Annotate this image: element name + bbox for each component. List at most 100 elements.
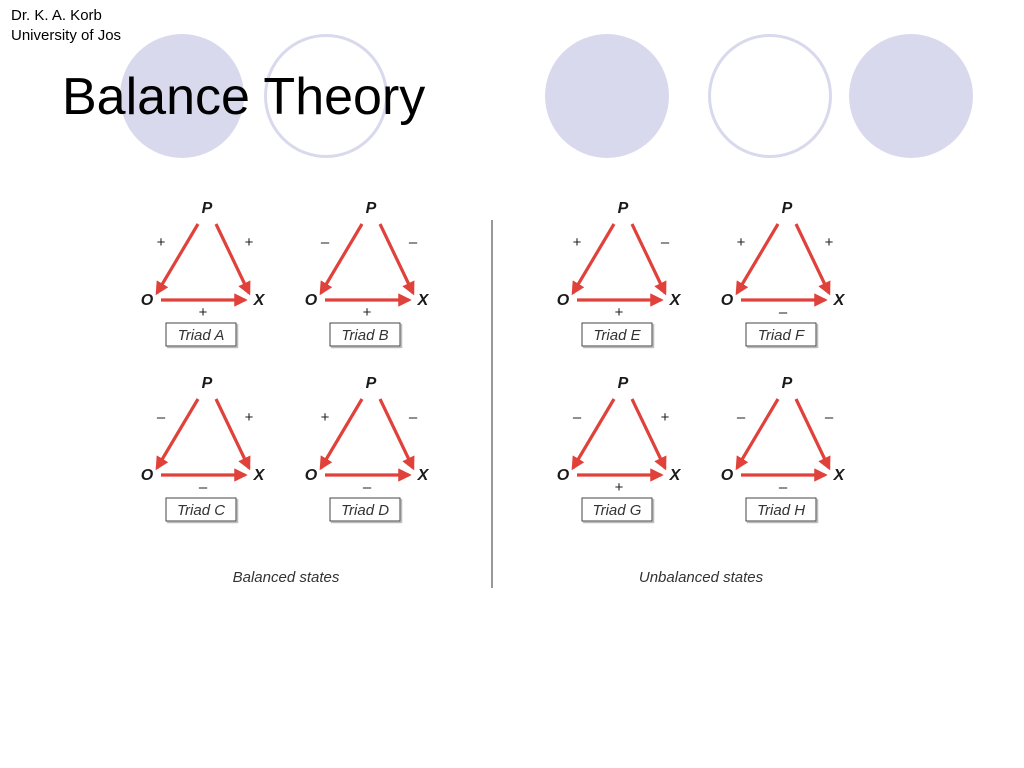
decorative-circle-outline <box>264 34 388 158</box>
node-x: X <box>253 467 266 484</box>
arrow-p-to-x <box>630 223 667 296</box>
arrow-p-to-o <box>571 398 616 471</box>
node-o: O <box>721 292 734 309</box>
triad-label-box <box>329 497 401 522</box>
sign-p-o: – <box>157 409 166 426</box>
sign-o-x: – <box>779 479 788 496</box>
triad-e: P O X + – + Triad E <box>557 200 682 349</box>
triad-label: Triad H <box>757 502 805 519</box>
author-credit: Dr. K. A. Korb University of Jos <box>11 6 121 46</box>
triad-label: Triad G <box>593 502 642 519</box>
node-x: X <box>833 292 846 309</box>
arrow-p-to-o <box>319 398 364 471</box>
caption-unbalanced: Unbalanced states <box>639 569 764 586</box>
node-o: O <box>557 467 570 484</box>
triad-label: Triad D <box>341 502 389 519</box>
node-x: X <box>253 292 266 309</box>
sign-o-x: – <box>363 479 372 496</box>
node-x: X <box>669 467 682 484</box>
decorative-circle-filled <box>545 34 669 158</box>
sign-p-o: + <box>737 234 746 251</box>
triad-label: Triad F <box>758 327 805 344</box>
sign-o-x: – <box>199 479 208 496</box>
sign-o-x: – <box>779 304 788 321</box>
sign-p-x: – <box>409 234 418 251</box>
node-p: P <box>618 375 629 392</box>
node-p: P <box>782 375 793 392</box>
node-p: P <box>782 200 793 217</box>
node-x: X <box>669 292 682 309</box>
node-p: P <box>366 200 377 217</box>
caption-balanced: Balanced states <box>233 569 340 586</box>
sign-p-o: – <box>737 409 746 426</box>
arrow-p-to-x <box>630 398 667 471</box>
node-o: O <box>557 292 570 309</box>
sign-p-o: + <box>157 234 166 251</box>
triad-c: P O X – + – Triad C <box>141 375 266 524</box>
arrow-p-to-o <box>735 398 780 471</box>
node-o: O <box>305 292 318 309</box>
sign-o-x: + <box>615 304 624 321</box>
sign-p-o: – <box>321 234 330 251</box>
sign-p-o: + <box>321 409 330 426</box>
node-x: X <box>417 467 430 484</box>
triad-label-box <box>745 497 817 522</box>
node-p: P <box>618 200 629 217</box>
arrow-p-to-x <box>378 223 415 296</box>
decorative-circle-filled <box>849 34 973 158</box>
triad-label: Triad C <box>177 502 225 519</box>
triad-label: Triad E <box>593 327 641 344</box>
node-o: O <box>305 467 318 484</box>
triad-a: P O X + + + Triad A <box>141 200 266 349</box>
sign-p-x: – <box>661 234 670 251</box>
node-x: X <box>417 292 430 309</box>
decorative-circle-outline <box>708 34 832 158</box>
sign-p-o: + <box>573 234 582 251</box>
sign-o-x: + <box>199 304 208 321</box>
author-affiliation: University of Jos <box>11 27 122 44</box>
arrow-p-to-o <box>319 223 364 296</box>
sign-p-o: – <box>573 409 582 426</box>
arrow-p-to-x <box>794 398 831 471</box>
arrow-p-to-x <box>794 223 831 296</box>
triad-f: P O X + + – Triad F <box>721 200 846 349</box>
triad-h: P O X – – – Triad H <box>721 375 846 524</box>
arrow-p-to-o <box>155 223 200 296</box>
arrow-p-to-o <box>571 223 616 296</box>
sign-p-x: – <box>825 409 834 426</box>
author-name: Dr. K. A. Korb <box>11 7 102 24</box>
node-o: O <box>141 467 154 484</box>
node-p: P <box>366 375 377 392</box>
triad-label-box <box>165 497 237 522</box>
triad-label-box <box>165 322 237 347</box>
triad-label-box <box>745 322 817 347</box>
node-o: O <box>141 292 154 309</box>
triad-label: Triad A <box>178 327 225 344</box>
arrow-p-to-o <box>735 223 780 296</box>
arrow-p-to-x <box>214 223 251 296</box>
sign-o-x: + <box>615 479 624 496</box>
sign-p-x: + <box>825 234 834 251</box>
arrow-p-to-x <box>214 398 251 471</box>
arrow-p-to-x <box>378 398 415 471</box>
triad-label-box <box>581 322 653 347</box>
node-o: O <box>721 467 734 484</box>
sign-p-x: + <box>245 234 254 251</box>
triad-g: P O X – + + Triad G <box>557 375 682 524</box>
node-p: P <box>202 200 213 217</box>
arrow-p-to-o <box>155 398 200 471</box>
triad-label-box <box>581 497 653 522</box>
node-x: X <box>833 467 846 484</box>
decorative-circle-filled <box>120 34 244 158</box>
triad-label-box <box>329 322 401 347</box>
slide-title: Balance Theory <box>62 68 426 126</box>
sign-p-x: + <box>245 409 254 426</box>
sign-p-x: + <box>661 409 670 426</box>
sign-o-x: + <box>363 304 372 321</box>
node-p: P <box>202 375 213 392</box>
